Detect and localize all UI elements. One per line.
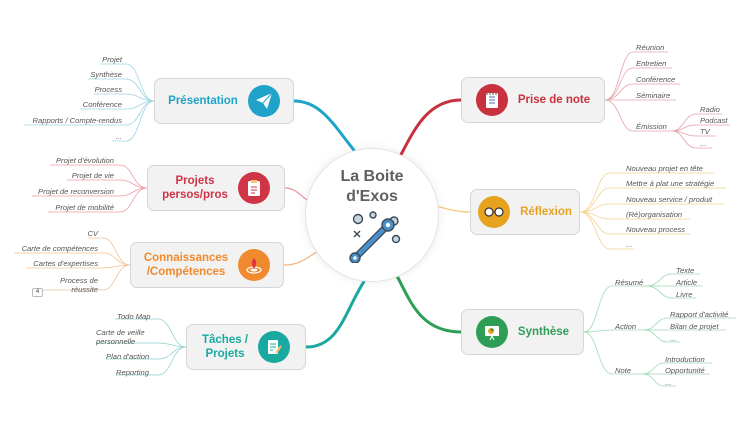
topic-projets-persos[interactable]: Projets persos/pros — [147, 165, 285, 211]
topic-presentation-label: Présentation — [168, 95, 238, 107]
topic-synthese[interactable]: Synthèse — [461, 309, 584, 355]
topic-taches-projets[interactable]: Tâches / Projets — [186, 324, 306, 370]
clipboard-icon — [237, 172, 270, 204]
topic-connaissances[interactable]: Connaissances /Compétences — [130, 242, 284, 288]
target-icon — [238, 249, 271, 281]
leaf-conference[interactable]: Conférence — [82, 100, 122, 109]
group-action[interactable]: Action — [615, 322, 637, 331]
topic-presentation[interactable]: Présentation — [154, 78, 294, 124]
leaf-seminaire[interactable]: Séminaire — [636, 91, 671, 100]
leaf-livre[interactable]: Livre — [676, 290, 693, 299]
topic-taches-label: Tâches / Projets — [201, 334, 249, 360]
glasses-icon — [478, 196, 511, 228]
leaf-nouveau-projet[interactable]: Nouveau projet en tête — [626, 164, 703, 173]
leaf-synthese[interactable]: Synthèse — [90, 70, 122, 79]
branch-link-taches — [305, 279, 367, 349]
branch-link-prise — [395, 98, 462, 163]
leaf-projet-reconversion[interactable]: Projet de reconversion — [38, 187, 114, 196]
leaf-radio[interactable]: Radio — [700, 105, 720, 114]
group-note[interactable]: Note — [615, 366, 632, 375]
collapsed-count-badge[interactable]: 4 — [32, 288, 43, 297]
topic-projets-label: Projets persos/pros — [162, 175, 228, 201]
leaf-strategie[interactable]: Mettre à plat une stratégie — [626, 179, 715, 188]
central-title: La Boite d'Exos — [340, 168, 404, 205]
topic-prise-de-note[interactable]: Prise de note — [461, 77, 605, 123]
topic-connaissances-label: Connaissances /Compétences — [143, 252, 229, 278]
leaf-carte-competences[interactable]: Carte de compétences — [21, 244, 98, 253]
topic-reflexion[interactable]: Réflexion — [470, 189, 580, 235]
leaf-tv[interactable]: TV — [700, 127, 710, 136]
wrench-gears-icon — [349, 211, 401, 263]
branch-link-projets — [284, 187, 308, 201]
leaf-projet-mobilite[interactable]: Projet de mobilité — [55, 203, 114, 212]
leaf-projet-vie[interactable]: Projet de vie — [71, 171, 114, 180]
leaf-projet-evolution[interactable]: Projet d'évolution — [55, 156, 114, 165]
leaf-process-reussite[interactable]: Process de réussite — [60, 276, 98, 294]
leaf-entretien[interactable]: Entretien — [636, 59, 667, 68]
leaf-podcast[interactable]: Podcast — [700, 116, 728, 125]
leaf-projet[interactable]: Projet — [102, 55, 122, 64]
leaf-opportunite[interactable]: Opportunité — [665, 366, 705, 375]
central-topic[interactable]: La Boite d'Exos — [305, 148, 439, 282]
topic-prise-label: Prise de note — [517, 94, 591, 106]
leaf-reporting[interactable]: Reporting — [116, 368, 149, 377]
leaf-emission[interactable]: Émission — [636, 122, 667, 131]
branch-link-connaissances — [283, 251, 318, 266]
leaf-process[interactable]: Process — [94, 85, 122, 94]
leaf-nouveau-service[interactable]: Nouveau service / produit — [626, 195, 713, 204]
leaf-note-ellipsis[interactable]: ... — [665, 378, 672, 387]
document-pen-icon — [258, 331, 291, 363]
branch-link-synthese — [395, 275, 462, 334]
leaf-introduction[interactable]: Introduction — [665, 355, 705, 364]
topic-synthese-label: Synthèse — [517, 326, 570, 338]
leaf-rapports[interactable]: Rapports / Compte-rendus — [32, 116, 122, 125]
leaf-cv[interactable]: CV — [87, 229, 98, 238]
leaf-todo-map[interactable]: Todo Map — [117, 312, 151, 321]
leaf-carte-veille[interactable]: Carte de veille personnelle — [96, 328, 145, 346]
leaf-texte[interactable]: Texte — [676, 266, 695, 275]
leaf-ellipsis[interactable]: ... — [115, 132, 122, 141]
leaf-rapport-activite[interactable]: Rapport d'activité — [670, 310, 729, 319]
chart-board-icon — [475, 316, 508, 348]
group-resume[interactable]: Résumé — [615, 278, 644, 287]
notepad-icon — [475, 84, 508, 116]
branch-link-reflexion — [435, 205, 471, 213]
leaf-action-ellipsis[interactable]: ... — [670, 334, 677, 343]
paper-plane-icon — [247, 85, 280, 117]
leaf-nouveau-process[interactable]: Nouveau process — [626, 225, 686, 234]
leaf-reunion[interactable]: Réunion — [636, 43, 665, 52]
leaf-reorganisation[interactable]: (Ré)organisation — [626, 210, 683, 219]
leaf-emission-ellipsis[interactable]: ... — [700, 139, 707, 148]
leaf-reflexion-ellipsis[interactable]: ... — [626, 240, 633, 249]
leaf-cartes-expertises[interactable]: Cartes d'expertises — [33, 259, 98, 268]
leaf-bilan-projet[interactable]: Bilan de projet — [670, 322, 719, 331]
leaf-article[interactable]: Article — [676, 278, 698, 287]
leaf-conference-note[interactable]: Conférence — [636, 75, 676, 84]
topic-reflexion-label: Réflexion — [520, 206, 572, 218]
leaf-plan-action[interactable]: Plan d'action — [106, 352, 150, 361]
